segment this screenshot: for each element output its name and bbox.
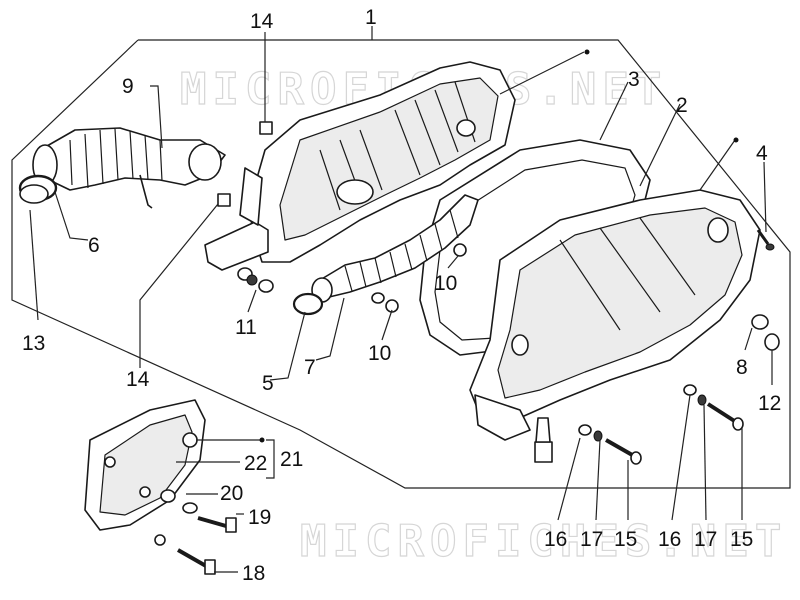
callout-2: 2 [676,94,688,117]
callout-16-center: 16 [544,528,567,551]
callout-11: 11 [235,316,257,339]
bolt-11 [237,267,274,293]
watermark-bottom: MICROFICHES.NET [300,516,787,567]
callout-14-top: 14 [250,10,274,33]
clip-14-lower [217,193,231,207]
callout-15-right: 15 [730,528,753,551]
ref-dot-21 [259,437,265,443]
callout-7: 7 [304,356,316,379]
nut-10-upper [453,243,467,257]
lower-cover-21 [84,399,206,531]
drain-plug [534,417,553,463]
callout-4: 4 [756,142,768,165]
ref-dot-2 [733,137,739,143]
callout-3: 3 [628,68,640,91]
callout-9: 9 [122,75,134,98]
leader-lines [29,26,773,573]
fastener-set-center [578,424,642,465]
callout-17-right: 17 [694,528,717,551]
callout-10-lower: 10 [368,342,391,365]
intake-duct-9 [32,127,226,209]
callout-22: 22 [244,452,267,475]
callout-14-bottom: 14 [126,368,150,391]
ring-13 [19,184,49,204]
screw-4 [756,229,775,251]
ref-dot-3 [584,49,590,55]
callout-15-center: 15 [614,528,637,551]
callout-12: 12 [758,392,781,415]
callout-21: 21 [280,448,303,471]
assembly-frame [11,39,791,489]
fastener-set-right [683,384,744,431]
callout-16-right: 16 [658,528,681,551]
lower-fasteners [139,486,237,575]
washer-8 [751,314,769,330]
clip-14-upper [259,121,273,135]
clamp-5 [292,292,324,316]
nut-10-lower-b [385,299,399,313]
filter-box-body [204,61,516,271]
nut-10-lower-a [371,292,385,304]
callout-1: 1 [365,6,377,29]
callout-20: 20 [220,482,243,505]
callout-18: 18 [242,562,265,585]
crankcase-cover-2 [469,189,761,441]
callout-5: 5 [262,372,274,395]
callout-8: 8 [736,356,748,379]
callout-6: 6 [88,234,100,257]
callout-17-center: 17 [580,528,603,551]
callout-10-upper: 10 [434,272,457,295]
callout-19: 19 [248,506,271,529]
callout-13: 13 [22,332,45,355]
bushing-12 [764,333,780,351]
